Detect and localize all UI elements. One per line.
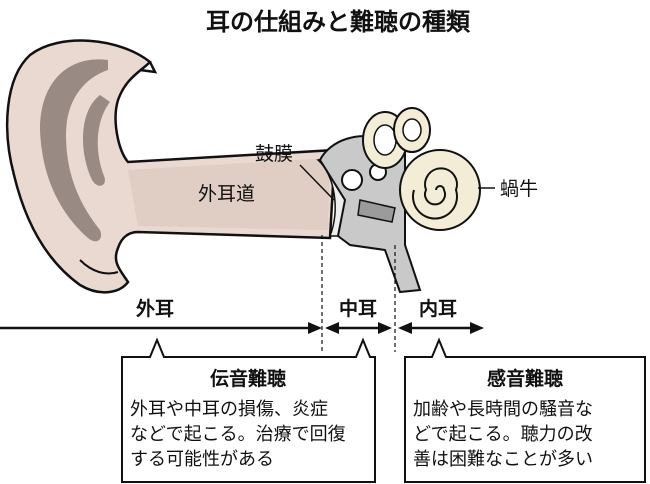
callout-heading: 感音難聴 [487,367,563,390]
label-cochlea: 蝸牛 [500,178,538,200]
label-middle-ear: 中耳 [339,297,377,320]
callout-line: 加齢や長時間の騒音な [413,399,593,420]
leader-line-eardrum [299,164,335,201]
label-inner-ear: 内耳 [419,297,457,320]
inner-ear-illustration [362,107,481,231]
callout-line: どで起こる。聴力の改 [413,424,593,445]
callout-line: する可能性がある [130,449,274,470]
section-axis [0,322,484,334]
callout-heading: 伝音難聴 [210,367,286,390]
label-ear-canal: 外耳道 [198,183,255,205]
callout-line: 外耳や中耳の損傷、炎症 [130,399,328,420]
callout-line: などで起こる。治療で回復 [130,424,346,445]
callout-conductive-hearing-loss: 伝音難聴 外耳や中耳の損傷、炎症 などで起こる。治療で回復 する可能性がある [121,337,376,483]
outer-ear-illustration [6,39,337,294]
callout-sensorineural-hearing-loss: 感音難聴 加齢や長時間の騒音な どで起こる。聴力の改 善は困難なことが多い [404,337,646,483]
label-eardrum: 鼓膜 [255,143,293,165]
diagram-title: 耳の仕組みと難聴の種類 [206,8,471,36]
callout-line: 善は困難なことが多い [413,449,593,470]
label-outer-ear: 外耳 [136,297,174,320]
